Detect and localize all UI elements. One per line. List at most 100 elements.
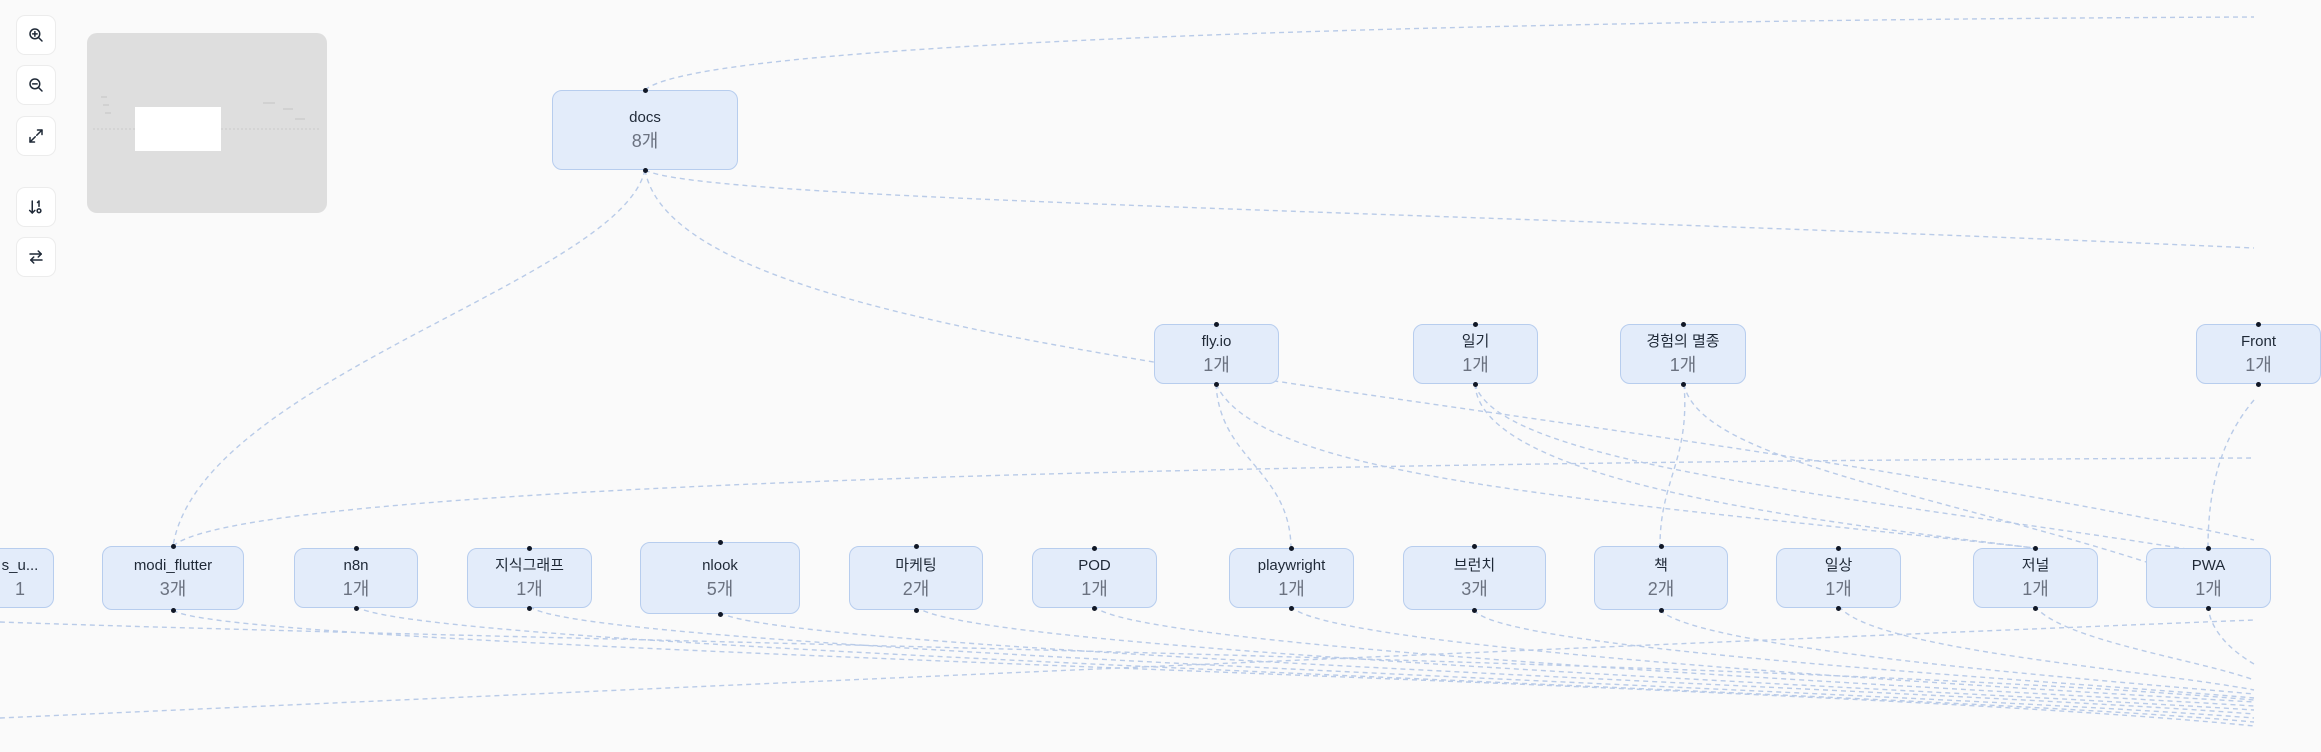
node-count: 1개 — [1462, 354, 1489, 375]
node-handle[interactable] — [170, 543, 176, 549]
sort-button[interactable] — [16, 187, 56, 227]
node-handle[interactable] — [1836, 605, 1841, 611]
node-handle[interactable] — [2033, 605, 2038, 611]
edge — [172, 457, 2255, 547]
node-handle[interactable] — [353, 545, 359, 551]
node-pwa[interactable]: PWA 1개 — [2146, 545, 2271, 611]
node-handle[interactable] — [2256, 321, 2261, 327]
node-handle[interactable] — [527, 545, 532, 551]
node-handle[interactable] — [2206, 605, 2211, 611]
node-count: 1개 — [2195, 578, 2222, 599]
node-front[interactable]: Front 1개 — [2196, 321, 2321, 387]
edge — [1473, 609, 2255, 699]
node-handle[interactable] — [717, 539, 723, 545]
node-count: 1개 — [516, 578, 543, 599]
node-book[interactable]: 책 2개 — [1594, 543, 1728, 613]
node-brunch[interactable]: 브런치 3개 — [1403, 543, 1546, 613]
node-handle[interactable] — [1658, 607, 1664, 613]
node-journal[interactable]: 저널 1개 — [1973, 545, 2098, 611]
edge — [1683, 383, 2255, 601]
node-count: 5개 — [706, 578, 734, 599]
node-count: 1개 — [1203, 354, 1230, 375]
expand-icon — [29, 129, 43, 143]
node-daily-life[interactable]: 일상 1개 — [1776, 545, 1901, 611]
node-label: s_u... — [1, 556, 39, 574]
node-count: 3개 — [1461, 578, 1488, 599]
edge — [1474, 383, 2255, 561]
edge — [719, 611, 2255, 715]
edge — [644, 169, 2255, 249]
node-handle[interactable] — [1214, 381, 1219, 387]
node-handle[interactable] — [1658, 543, 1664, 549]
node-handle[interactable] — [913, 543, 919, 549]
node-label: 일기 — [1461, 332, 1490, 350]
node-label: Front — [2240, 332, 2276, 350]
edge — [2207, 605, 2255, 665]
edge — [2207, 399, 2255, 549]
zoom-out-button[interactable] — [16, 65, 56, 105]
node-handle[interactable] — [2033, 545, 2038, 551]
edge — [0, 619, 2255, 719]
node-fly-io[interactable]: fly.io 1개 — [1154, 321, 1279, 387]
node-handle[interactable] — [1472, 543, 1477, 549]
node-handle[interactable] — [170, 607, 176, 613]
node-label: 일상 — [1824, 556, 1853, 574]
node-count: 1개 — [1825, 578, 1852, 599]
node-label: playwright — [1257, 556, 1326, 574]
edge — [1474, 383, 2036, 549]
node-marketing[interactable]: 마케팅 2개 — [849, 543, 983, 613]
node-handle[interactable] — [1680, 321, 1686, 327]
node-label: modi_flutter — [133, 556, 213, 574]
node-handle[interactable] — [642, 167, 648, 173]
node-handle[interactable] — [1092, 545, 1097, 551]
node-count: 1개 — [2245, 354, 2272, 375]
node-label: 경험의 멸종 — [1646, 332, 1720, 350]
node-handle[interactable] — [1836, 545, 1841, 551]
node-extinction-of-experience[interactable]: 경험의 멸종 1개 — [1620, 321, 1746, 387]
zoom-out-icon — [29, 78, 43, 92]
minimap[interactable] — [87, 33, 327, 213]
node-label: n8n — [343, 556, 369, 574]
node-handle[interactable] — [2206, 545, 2211, 551]
swap-direction-button[interactable] — [16, 237, 56, 277]
minimap-viewport[interactable] — [135, 107, 221, 151]
node-label: docs — [629, 108, 661, 126]
node-docs[interactable]: docs 8개 — [552, 87, 738, 173]
node-knowledge-graph[interactable]: 지식그래프 1개 — [467, 545, 592, 611]
node-count: 1 — [14, 578, 25, 599]
node-handle[interactable] — [527, 605, 532, 611]
node-handle[interactable] — [1289, 605, 1294, 611]
node-truncated-left[interactable]: s_u... 1 — [0, 548, 54, 608]
node-label: 책 — [1654, 556, 1668, 574]
zoom-in-button[interactable] — [16, 15, 56, 55]
node-count: 1개 — [1278, 578, 1305, 599]
edge — [1215, 383, 2036, 549]
node-diary[interactable]: 일기 1개 — [1413, 321, 1538, 387]
node-pod[interactable]: POD 1개 — [1032, 545, 1157, 611]
node-playwright[interactable]: playwright 1개 — [1229, 545, 1354, 611]
node-handle[interactable] — [353, 605, 359, 611]
node-handle[interactable] — [2256, 381, 2261, 387]
node-handle[interactable] — [1473, 321, 1478, 327]
node-n8n[interactable]: n8n 1개 — [294, 545, 418, 611]
zoom-in-icon — [29, 28, 43, 42]
node-modi-flutter[interactable]: modi_flutter 3개 — [102, 543, 244, 613]
node-handle[interactable] — [1092, 605, 1097, 611]
node-handle[interactable] — [1214, 321, 1219, 327]
fit-view-button[interactable] — [16, 116, 56, 156]
node-count: 1개 — [1669, 354, 1697, 375]
node-handle[interactable] — [1680, 381, 1686, 387]
node-nlook[interactable]: nlook 5개 — [640, 539, 800, 617]
edge — [172, 609, 2255, 727]
node-label: nlook — [702, 556, 738, 574]
node-count: 8개 — [631, 130, 659, 151]
node-handle[interactable] — [717, 611, 723, 617]
node-handle[interactable] — [1473, 381, 1478, 387]
node-handle[interactable] — [913, 607, 919, 613]
edge — [172, 169, 646, 547]
node-handle[interactable] — [642, 87, 648, 93]
node-handle[interactable] — [1472, 607, 1477, 613]
node-handle[interactable] — [1289, 545, 1294, 551]
